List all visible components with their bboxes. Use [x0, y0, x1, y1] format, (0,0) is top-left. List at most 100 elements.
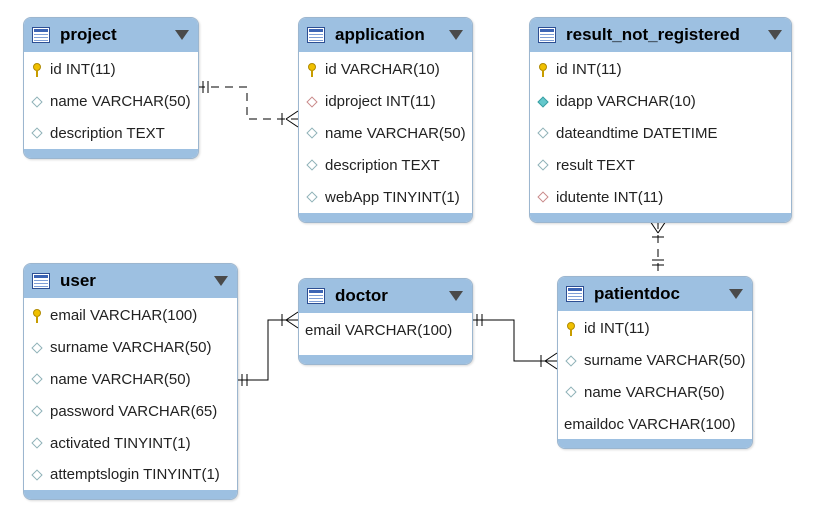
column-row[interactable]: attemptslogin TINYINT(1) — [24, 459, 237, 491]
column-row[interactable]: description TEXT — [299, 149, 472, 181]
column-row[interactable]: result TEXT — [530, 149, 791, 181]
column-label: activated TINYINT(1) — [50, 434, 191, 452]
column-row[interactable]: id INT(11) — [530, 54, 791, 86]
column-label: id INT(11) — [584, 320, 650, 338]
entity-footer — [558, 439, 752, 448]
key-icon — [30, 308, 44, 323]
column-row[interactable]: name VARCHAR(50) — [24, 86, 198, 118]
column-diamond-icon — [564, 385, 578, 399]
entity-application[interactable]: application id VARCHAR(10) idproject INT… — [298, 17, 473, 223]
table-icon — [307, 27, 325, 43]
relationship-project-application — [197, 81, 299, 128]
column-row[interactable]: idproject INT(11) — [299, 86, 472, 118]
collapse-triangle-icon[interactable] — [214, 276, 228, 286]
column-label: idapp VARCHAR(10) — [556, 93, 696, 111]
column-label: emaildoc VARCHAR(100) — [564, 415, 736, 433]
column-label: idproject INT(11) — [325, 93, 436, 111]
column-row[interactable]: name VARCHAR(50) — [299, 118, 472, 150]
key-icon — [305, 62, 319, 77]
key-icon — [536, 62, 550, 77]
column-label: password VARCHAR(65) — [50, 402, 218, 420]
column-row[interactable]: name VARCHAR(50) — [558, 377, 752, 409]
foreign-key-diamond-icon — [305, 95, 319, 109]
column-diamond-icon — [305, 158, 319, 172]
entity-header[interactable]: patientdoc — [558, 277, 752, 311]
column-row[interactable]: id INT(11) — [24, 54, 198, 86]
column-row[interactable]: name VARCHAR(50) — [24, 364, 237, 396]
table-icon — [307, 288, 325, 304]
table-icon — [32, 273, 50, 289]
column-row[interactable]: emaildoc VARCHAR(100) — [558, 408, 752, 440]
entity-user[interactable]: user email VARCHAR(100) surname VARCHAR(… — [23, 263, 238, 500]
column-diamond-icon — [30, 126, 44, 140]
column-row[interactable]: surname VARCHAR(50) — [24, 332, 237, 364]
foreign-key-diamond-icon — [536, 190, 550, 204]
column-row[interactable]: id INT(11) — [558, 313, 752, 345]
column-diamond-icon — [30, 436, 44, 450]
column-diamond-icon — [305, 190, 319, 204]
column-row[interactable]: idutente INT(11) — [530, 181, 791, 213]
entity-header[interactable]: project — [24, 18, 198, 52]
column-label: name VARCHAR(50) — [584, 383, 725, 401]
column-row[interactable]: description TEXT — [24, 118, 198, 150]
column-label: description TEXT — [50, 124, 165, 142]
relationship-result-patientdoc — [649, 220, 667, 276]
table-icon — [32, 27, 50, 43]
column-label: attemptslogin TINYINT(1) — [50, 466, 220, 484]
entity-footer — [299, 355, 472, 364]
filled-diamond-icon — [536, 95, 550, 109]
column-row[interactable]: webApp TINYINT(1) — [299, 181, 472, 213]
entity-patientdoc[interactable]: patientdoc id INT(11) surname VARCHAR(50… — [557, 276, 753, 449]
column-row[interactable]: surname VARCHAR(50) — [558, 345, 752, 377]
column-label: idutente INT(11) — [556, 188, 664, 206]
entity-header[interactable]: application — [299, 18, 472, 52]
column-row[interactable]: email VARCHAR(100) — [24, 300, 237, 332]
entity-doctor[interactable]: doctor email VARCHAR(100) — [298, 278, 473, 365]
column-row[interactable]: dateandtime DATETIME — [530, 118, 791, 150]
column-diamond-icon — [564, 354, 578, 368]
column-row[interactable]: id VARCHAR(10) — [299, 54, 472, 86]
column-row[interactable]: idapp VARCHAR(10) — [530, 86, 791, 118]
column-diamond-icon — [30, 95, 44, 109]
column-label: surname VARCHAR(50) — [50, 339, 212, 357]
column-label: name VARCHAR(50) — [325, 124, 466, 142]
column-label: email VARCHAR(100) — [50, 307, 198, 325]
column-row[interactable]: email VARCHAR(100) — [299, 315, 472, 347]
entity-title: project — [60, 25, 117, 44]
column-diamond-icon — [30, 341, 44, 355]
column-label: webApp TINYINT(1) — [325, 188, 460, 206]
entity-title: user — [60, 271, 96, 290]
entity-footer — [299, 213, 472, 222]
column-label: description TEXT — [325, 156, 440, 174]
table-icon — [538, 27, 556, 43]
column-row[interactable]: password VARCHAR(65) — [24, 395, 237, 427]
entity-header[interactable]: result_not_registered — [530, 18, 791, 52]
column-diamond-icon — [536, 126, 550, 140]
collapse-triangle-icon[interactable] — [729, 289, 743, 299]
entity-result-not-registered[interactable]: result_not_registered id INT(11) idapp V… — [529, 17, 792, 223]
relationship-doctor-patientdoc — [471, 314, 558, 370]
entity-footer — [24, 490, 237, 499]
column-row[interactable]: activated TINYINT(1) — [24, 427, 237, 459]
collapse-triangle-icon[interactable] — [449, 291, 463, 301]
entity-header[interactable]: user — [24, 264, 237, 298]
column-label: result TEXT — [556, 156, 635, 174]
column-label: dateandtime DATETIME — [556, 124, 718, 142]
key-icon — [564, 321, 578, 336]
column-label: email VARCHAR(100) — [305, 322, 453, 340]
entity-project[interactable]: project id INT(11) name VARCHAR(50) desc… — [23, 17, 199, 159]
relationship-doctor-user — [236, 311, 299, 386]
column-diamond-icon — [30, 468, 44, 482]
column-diamond-icon — [30, 372, 44, 386]
table-icon — [566, 286, 584, 302]
column-label: id INT(11) — [50, 61, 116, 79]
column-diamond-icon — [30, 404, 44, 418]
entity-header[interactable]: doctor — [299, 279, 472, 313]
column-diamond-icon — [305, 126, 319, 140]
collapse-triangle-icon[interactable] — [449, 30, 463, 40]
collapse-triangle-icon[interactable] — [175, 30, 189, 40]
entity-footer — [530, 213, 791, 222]
collapse-triangle-icon[interactable] — [768, 30, 782, 40]
column-label: name VARCHAR(50) — [50, 370, 191, 388]
